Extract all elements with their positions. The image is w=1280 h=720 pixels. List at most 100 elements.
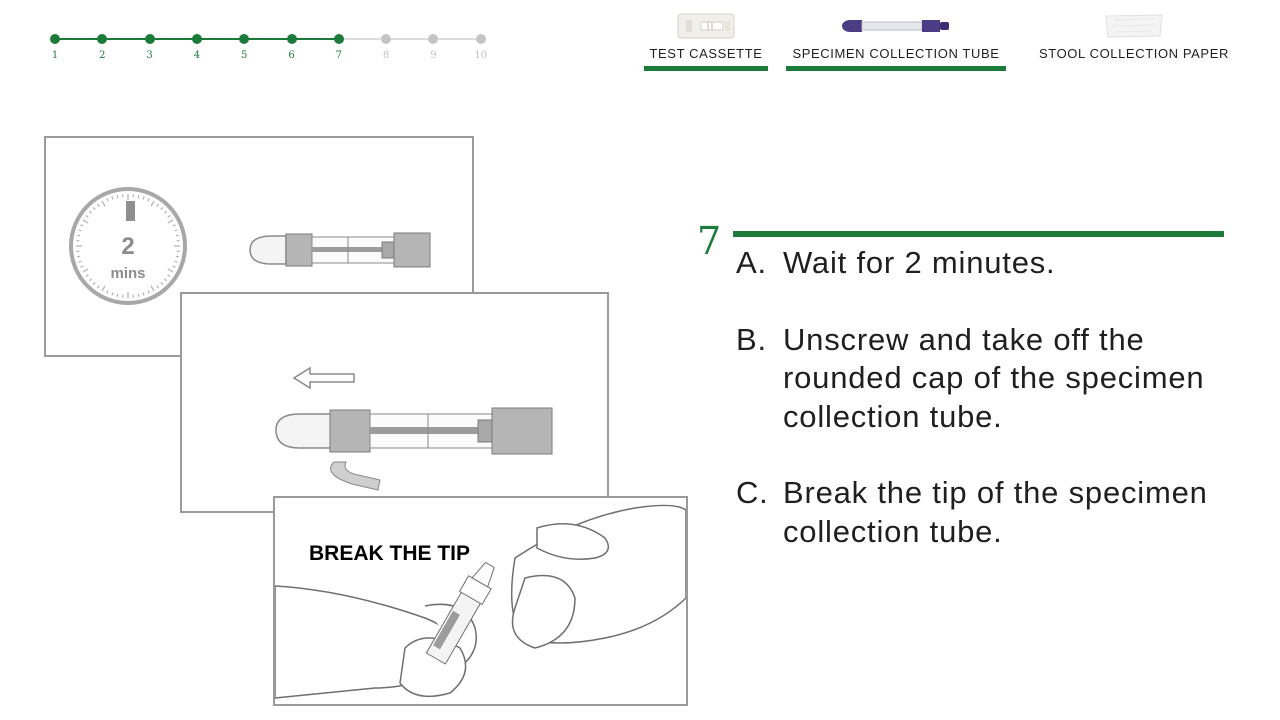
progress-step-number: 6	[288, 50, 295, 61]
kit-tab-active-bar	[644, 66, 768, 71]
stopwatch-tick	[80, 265, 84, 268]
progress-step-3[interactable]: 3	[135, 26, 165, 61]
stopwatch-tick	[116, 195, 119, 199]
progress-step-1[interactable]: 1	[40, 26, 70, 61]
stopwatch-tick	[78, 229, 82, 232]
stopwatch-tick	[101, 285, 106, 292]
instruction-text: Unscrew and take off the rounded cap of …	[783, 321, 1205, 434]
progress-stepper: 1 2 3 4 5 6 7 8 9 10	[40, 26, 500, 70]
stopwatch-tick	[164, 278, 168, 282]
stool-paper-icon	[1032, 10, 1236, 42]
progress-step-dot	[286, 34, 297, 44]
kit-tab-test-cassette[interactable]: TEST CASSETTE	[644, 10, 768, 71]
progress-step-dot	[191, 34, 202, 44]
instruction-text: Wait for 2 minutes.	[783, 245, 1056, 280]
stopwatch-tick	[160, 206, 164, 210]
instruction-letter: B.	[736, 321, 767, 357]
instruction-text: Break the tip of the specimen collection…	[783, 475, 1208, 549]
stopwatch-tick	[111, 292, 114, 296]
instruction-list: A. Wait for 2 minutes. B. Unscrew and ta…	[736, 244, 1256, 589]
stopwatch-tick	[82, 268, 89, 273]
stopwatch-tick	[174, 229, 178, 232]
specimen-tube-drawing	[249, 232, 431, 268]
specimen-tube-drawing	[425, 561, 495, 665]
specimen-tube-icon	[786, 10, 1006, 42]
stopwatch-tick	[156, 285, 160, 289]
stopwatch-tick	[96, 285, 100, 289]
progress-step-dot	[381, 34, 392, 44]
stopwatch-tick	[175, 255, 179, 258]
progress-step-9[interactable]: 9	[418, 26, 448, 61]
stopwatch-tick	[142, 196, 145, 200]
stopwatch-tick	[92, 282, 96, 286]
stopwatch-tick	[85, 214, 89, 218]
stopwatch-tick	[106, 290, 109, 294]
progress-track-remaining	[338, 38, 481, 40]
progress-step-10[interactable]: 10	[466, 26, 496, 61]
stopwatch-tick	[101, 200, 106, 207]
stopwatch-tick	[160, 282, 164, 286]
progress-step-number: 5	[241, 50, 248, 61]
instruction-letter: A.	[736, 245, 767, 280]
arrow-left-icon	[292, 366, 355, 390]
kit-tab-label: SPECIMEN COLLECTION TUBE	[792, 46, 1000, 61]
stopwatch-tick	[174, 260, 178, 263]
progress-step-dot	[144, 34, 155, 44]
stopwatch-tick	[142, 292, 145, 296]
rotate-arrow-icon	[330, 461, 381, 491]
specimen-tube-drawing	[275, 407, 553, 455]
instruction-letter: C.	[736, 475, 769, 510]
progress-step-6[interactable]: 6	[277, 26, 307, 61]
step-number: 7	[697, 219, 722, 263]
progress-step-8[interactable]: 8	[371, 26, 401, 61]
stopwatch-tick	[167, 219, 174, 224]
stopwatch-tick	[82, 219, 89, 224]
stopwatch-tick	[150, 200, 155, 207]
stopwatch-tick	[167, 268, 174, 273]
kit-tab-stool-collection-paper[interactable]: STOOL COLLECTION PAPER	[1032, 10, 1236, 71]
kit-tab-specimen-collection-tube[interactable]: SPECIMEN COLLECTION TUBE	[786, 10, 1006, 71]
progress-step-4[interactable]: 4	[182, 26, 212, 61]
progress-step-dot	[428, 34, 439, 44]
stopwatch-tick	[147, 290, 150, 294]
stopwatch-tick	[147, 198, 150, 202]
stopwatch-tick	[175, 234, 179, 237]
stopwatch-tick	[106, 198, 109, 202]
break-tip-caption: BREAK THE TIP	[309, 542, 470, 565]
stopwatch-tick	[77, 255, 81, 258]
progress-step-number: 10	[474, 50, 488, 61]
stopwatch-tick	[167, 214, 171, 218]
progress-step-number: 7	[335, 50, 342, 61]
progress-step-number: 2	[99, 50, 106, 61]
progress-step-5[interactable]: 5	[229, 26, 259, 61]
stopwatch-tick	[172, 265, 176, 268]
stopwatch-tick	[137, 195, 140, 199]
progress-step-dot	[239, 34, 250, 44]
progress-step-number: 3	[146, 50, 153, 61]
timer-value: 2	[121, 233, 134, 260]
progress-step-dot	[475, 34, 486, 44]
progress-step-7[interactable]: 7	[324, 26, 354, 61]
timer-unit: mins	[110, 265, 145, 282]
kit-tab-label: TEST CASSETTE	[649, 46, 763, 61]
stopwatch-tick	[116, 293, 119, 297]
stopwatch-tick	[92, 206, 96, 210]
progress-step-dot	[333, 34, 344, 44]
stopwatch-tick	[80, 224, 84, 227]
instruction-item: B. Unscrew and take off the rounded cap …	[736, 321, 1256, 437]
progress-step-dot	[97, 34, 108, 44]
kit-tab-label: STOOL COLLECTION PAPER	[1039, 46, 1229, 61]
stopwatch-tick	[167, 274, 171, 278]
illustration-unscrew-cap	[180, 292, 609, 513]
test-cassette-icon	[644, 10, 768, 42]
progress-step-number: 4	[193, 50, 201, 61]
stopwatch-icon: 2 mins	[69, 187, 187, 305]
kit-tab-inactive-bar	[1032, 66, 1236, 71]
progress-step-number: 8	[382, 50, 390, 61]
instruction-item: A. Wait for 2 minutes.	[736, 244, 1256, 283]
progress-step-2[interactable]: 2	[87, 26, 117, 61]
stopwatch-tick	[156, 203, 160, 207]
stopwatch-tick	[85, 274, 89, 278]
stopwatch-tick	[88, 210, 92, 214]
progress-step-dot	[50, 34, 60, 44]
